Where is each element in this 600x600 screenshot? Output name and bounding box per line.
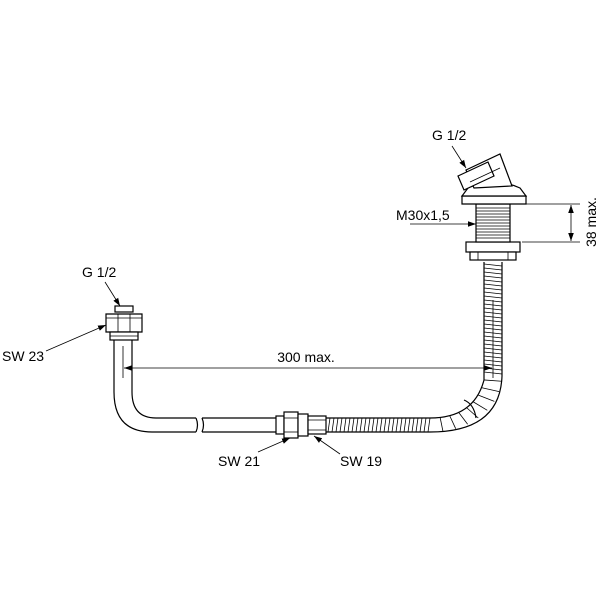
- thread-label-right: G 1/2: [432, 127, 466, 143]
- thread-label-left: G 1/2: [82, 264, 116, 280]
- right-fitting: [457, 153, 528, 261]
- wrench-size-sw19: SW 19: [340, 453, 382, 469]
- thread-label-m30: M30x1,5: [396, 207, 450, 223]
- dimension-38: [522, 203, 580, 243]
- corrugated-hose: [326, 262, 503, 433]
- dimension-300-label: 300 max.: [277, 349, 335, 365]
- wrench-size-sw23: SW 23: [2, 348, 44, 364]
- left-pipe: [113, 340, 276, 433]
- left-connector-nut: [105, 305, 143, 341]
- middle-coupling: [275, 411, 327, 439]
- dimension-300: [122, 300, 494, 378]
- dimension-38-label: 38 max.: [583, 197, 599, 247]
- wrench-size-sw21: SW 21: [218, 453, 260, 469]
